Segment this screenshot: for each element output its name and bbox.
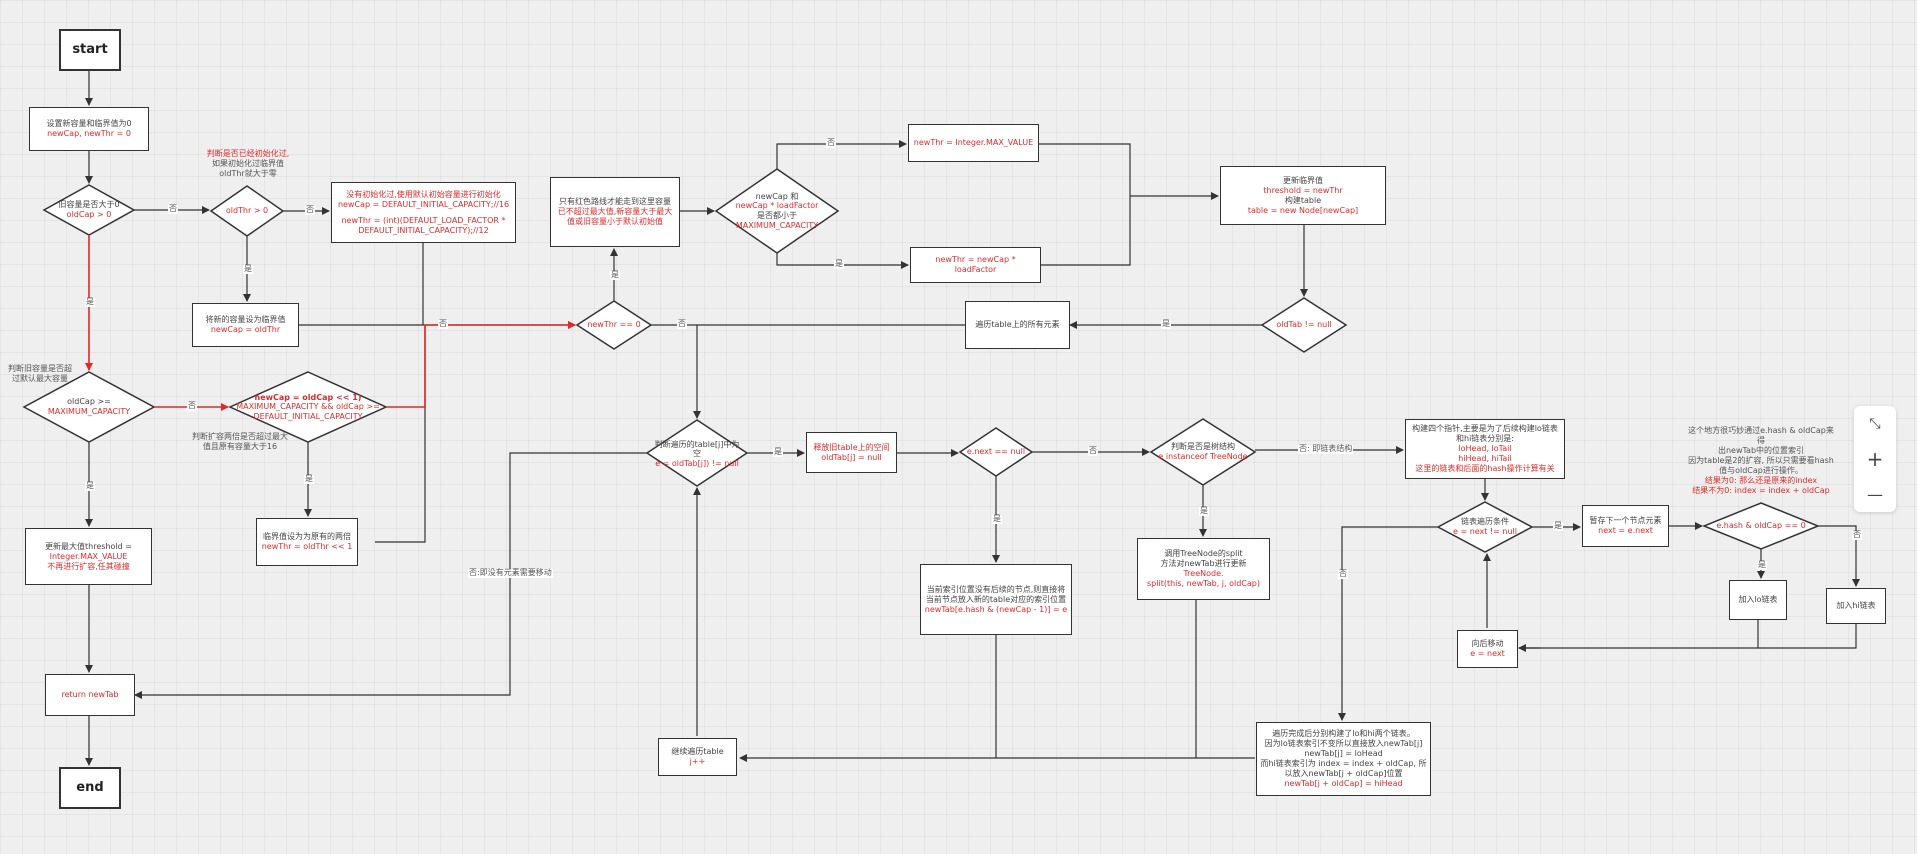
edge-label-no: 否 xyxy=(1338,569,1348,579)
edge-label-yes: 是 xyxy=(1161,319,1171,329)
edge-label-yes: 是 xyxy=(773,447,783,457)
traverse-node: 遍历table上的所有元素 xyxy=(965,301,1070,349)
edge-label-no: 否 xyxy=(187,401,197,411)
hash-decision: e.hash & oldCap == 0 xyxy=(1716,521,1806,531)
red-path-note-node: 只有红色路线才能走到这里容量已不超过最大值,新容量大于最大值或旧容量小于默认初始… xyxy=(550,177,680,247)
max-note: 判断旧容量是否超过默认最大容量 xyxy=(8,364,72,383)
double-capacity-decision: newCap = oldCap << 1)MAXIMUM_CAPACITY &&… xyxy=(236,392,380,421)
edge-label-yes: 是 xyxy=(243,264,253,274)
edge-label-yes: 是 xyxy=(1199,506,1209,516)
oldthr-decision: oldThr > 0 xyxy=(225,206,269,216)
end-node: end xyxy=(59,767,121,809)
edge-label-no: 否 xyxy=(168,204,178,214)
edge-label-yes: 是 xyxy=(992,514,1002,524)
edge-label-yes: 是 xyxy=(85,481,95,491)
edge-label-yes: 是 xyxy=(1757,560,1767,570)
zoom-in-button[interactable]: + xyxy=(1866,446,1884,471)
oldtab-decision: oldTab != null xyxy=(1276,320,1332,330)
zoom-out-button[interactable]: — xyxy=(1867,484,1883,504)
edge-label-no: 否 xyxy=(1088,446,1098,456)
edge-label-no: 否 xyxy=(677,319,687,329)
edge-label-no: 否 xyxy=(305,205,315,215)
thr-max-node: newThr = Integer.MAX_VALUE xyxy=(908,124,1039,162)
edge-label-no-list: 否: 即链表结构 xyxy=(1298,444,1354,454)
add-lo-node: 加入lo链表 xyxy=(1729,580,1787,620)
start-node: start xyxy=(59,29,121,71)
hash-note: 这个地方很巧妙通过e.hash & oldCap来得出newTab中的位置索引 … xyxy=(1688,426,1834,495)
edge-label-yes: 是 xyxy=(304,474,314,484)
edge-label-yes: 是 xyxy=(834,259,844,269)
thr-lf-node: newThr = newCap * loadFactor xyxy=(910,247,1041,283)
double-note: 判断扩容两倍是否超过最大值且原有容量大于16 xyxy=(192,432,288,451)
next-null-decision: e.next == null xyxy=(966,447,1026,457)
four-pointers-node: 构建四个指针,主要是为了后续构建lo链表和hi链表分别是: loHead, lo… xyxy=(1405,419,1565,479)
edge-label-yes: 是 xyxy=(1553,521,1563,531)
max-capacity-decision: oldCap >=MAXIMUM_CAPACITY xyxy=(47,397,131,416)
edge-label-yes: 是 xyxy=(610,270,620,280)
newthr-zero-decision: newThr == 0 xyxy=(587,320,641,330)
edge-label-yes: 是 xyxy=(85,297,95,307)
edge-label-no-more: 否:即没有元素需要移动 xyxy=(468,568,553,578)
final-link-node: 遍历完成后分别构建了lo和hi两个链表。因为lo链表索引不变所以直接放入newT… xyxy=(1256,722,1431,796)
fit-view-icon[interactable]: ⤡ xyxy=(1869,415,1881,432)
edge-label-no: 否 xyxy=(826,138,836,148)
return-node: return newTab xyxy=(45,674,135,716)
edge-label-no: 否 xyxy=(1852,530,1862,540)
zoom-controls: ⤡ + — xyxy=(1854,406,1896,512)
edge-label-no: 否 xyxy=(438,319,448,329)
add-hi-node: 加入hi链表 xyxy=(1826,588,1886,624)
